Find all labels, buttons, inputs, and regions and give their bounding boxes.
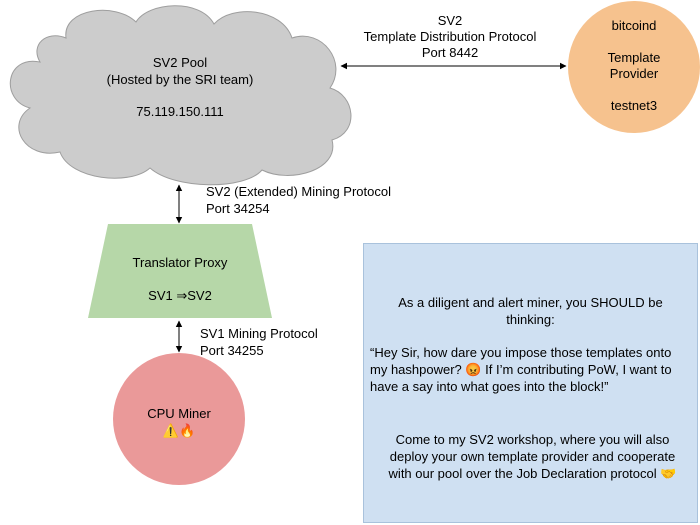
- tdp-label-sv2: SV2: [437, 13, 463, 28]
- template-provider-label-2: Provider: [609, 66, 659, 81]
- note-quote-line-1: “Hey Sir, how dare you impose those temp…: [370, 345, 672, 360]
- note-quote-line-3: have a say into what goes into the block…: [370, 379, 609, 394]
- pool-subtitle: (Hosted by the SRI team): [106, 72, 254, 87]
- cpu-miner-node: [113, 353, 245, 485]
- tdp-label-port: Port 8442: [421, 45, 479, 60]
- template-provider-bitcoind: bitcoind: [611, 18, 657, 33]
- note-intro-line-2: thinking:: [506, 312, 555, 327]
- note-cta-line-1: Come to my SV2 workshop, where you will …: [395, 432, 670, 447]
- translator-proxy-subtitle: SV1 ⇒SV2: [148, 288, 212, 303]
- workshop-note: As a diligent and alert miner, you SHOUL…: [363, 243, 698, 523]
- sv1-protocol-port: Port 34255: [200, 343, 264, 358]
- note-cta-line-3: with our pool over the Job Declaration p…: [388, 466, 677, 481]
- mining-protocol-port: Port 34254: [206, 201, 270, 216]
- template-provider-label-1: Template: [607, 50, 661, 65]
- mining-protocol-label: SV2 (Extended) Mining Protocol: [206, 184, 391, 199]
- template-provider-network: testnet3: [610, 98, 658, 113]
- pool-ip: 75.119.150.111: [136, 104, 224, 119]
- note-cta-line-2: deploy your own template provider and co…: [389, 449, 676, 464]
- sv1-protocol-label: SV1 Mining Protocol: [200, 326, 318, 341]
- cpu-miner-emojis: ⚠️🔥: [162, 423, 196, 438]
- tdp-label-protocol: Template Distribution Protocol: [363, 29, 537, 44]
- template-provider-node: [568, 1, 700, 133]
- sv2-pool-cloud: [9, 5, 352, 186]
- pool-title: SV2 Pool: [152, 55, 208, 70]
- translator-proxy-node: [88, 224, 272, 318]
- note-intro-line-1: As a diligent and alert miner, you SHOUL…: [398, 295, 663, 310]
- translator-proxy-title: Translator Proxy: [132, 255, 228, 270]
- note-quote-line-2: my hashpower? 😡 If I’m contributing PoW,…: [370, 362, 672, 377]
- cpu-miner-title: CPU Miner: [147, 406, 211, 421]
